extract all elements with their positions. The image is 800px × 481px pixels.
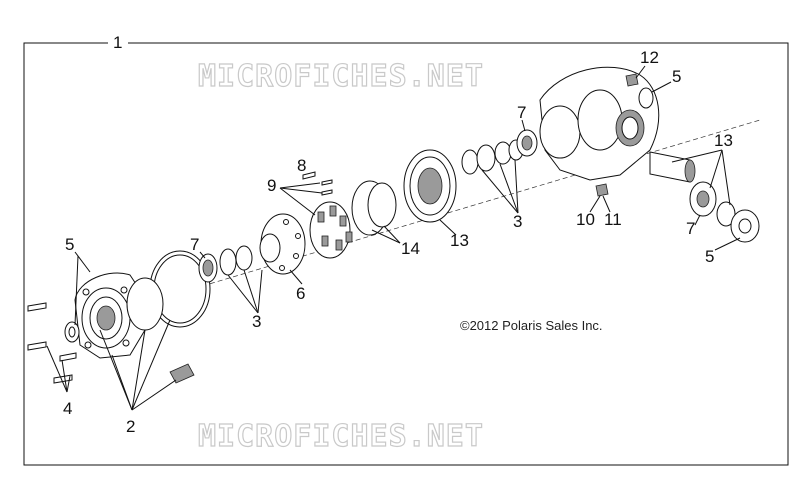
main-gearcase-housing bbox=[539, 66, 660, 181]
center-washer-1 bbox=[494, 141, 512, 165]
callout-7-right: 7 bbox=[686, 219, 695, 238]
callout-12: 12 bbox=[640, 48, 659, 67]
callout-8: 8 bbox=[297, 156, 306, 175]
breather-fitting bbox=[625, 73, 639, 87]
center-bearing-2 bbox=[476, 144, 496, 172]
right-bearing bbox=[689, 181, 717, 217]
callout-1: 1 bbox=[113, 33, 122, 52]
right-upper-seal bbox=[638, 87, 654, 109]
retainer-clip bbox=[169, 363, 195, 384]
copyright-text: ©2012 Polaris Sales Inc. bbox=[460, 318, 603, 333]
center-bearing-7 bbox=[516, 129, 538, 157]
front-cover-housing bbox=[74, 272, 146, 359]
callout-3-left: 3 bbox=[252, 312, 261, 331]
shim-washer-left-2 bbox=[235, 245, 253, 271]
small-spring-2 bbox=[321, 189, 333, 196]
ring-gear bbox=[403, 149, 457, 223]
o-ring bbox=[126, 277, 164, 331]
assembly-frame bbox=[23, 42, 789, 466]
callout-11: 11 bbox=[604, 210, 622, 229]
callout-3-right: 3 bbox=[513, 212, 522, 231]
drain-plug bbox=[595, 183, 609, 197]
callout-7-center: 7 bbox=[517, 103, 526, 122]
callout-6: 6 bbox=[296, 284, 305, 303]
small-spring-1 bbox=[321, 179, 333, 186]
armature-plate bbox=[259, 213, 306, 275]
callout-13-right: 13 bbox=[714, 131, 733, 150]
watermark-top: MICROFICHES.NET bbox=[198, 59, 484, 94]
roller-cage bbox=[309, 201, 353, 259]
callout-2: 2 bbox=[126, 417, 135, 436]
callout-labels: 1 2 3 3 4 5 5 5 6 7 7 7 8 9 10 11 12 13 … bbox=[63, 33, 733, 436]
friction-ring-2 bbox=[367, 182, 397, 228]
callout-5-lower-right: 5 bbox=[705, 247, 714, 266]
left-bearing bbox=[198, 253, 218, 283]
callout-14: 14 bbox=[401, 239, 420, 258]
pinion-shaft bbox=[649, 151, 696, 183]
callout-4: 4 bbox=[63, 399, 72, 418]
left-seal-inner bbox=[68, 326, 76, 338]
center-bearing-1 bbox=[461, 149, 479, 175]
right-lower-seal-inner bbox=[738, 218, 752, 234]
shim-washer-left-1 bbox=[219, 248, 237, 276]
watermark-bottom: MICROFICHES.NET bbox=[198, 419, 484, 454]
pin bbox=[302, 171, 316, 180]
callout-7-left: 7 bbox=[190, 235, 199, 254]
callout-5-left: 5 bbox=[65, 235, 74, 254]
callout-9: 9 bbox=[267, 176, 276, 195]
right-washer bbox=[716, 201, 736, 227]
callout-5-upper-right: 5 bbox=[672, 67, 681, 86]
callout-10: 10 bbox=[576, 210, 595, 229]
bolts-group bbox=[27, 302, 77, 384]
leader-lines bbox=[46, 65, 741, 411]
callout-13-center: 13 bbox=[450, 231, 469, 250]
